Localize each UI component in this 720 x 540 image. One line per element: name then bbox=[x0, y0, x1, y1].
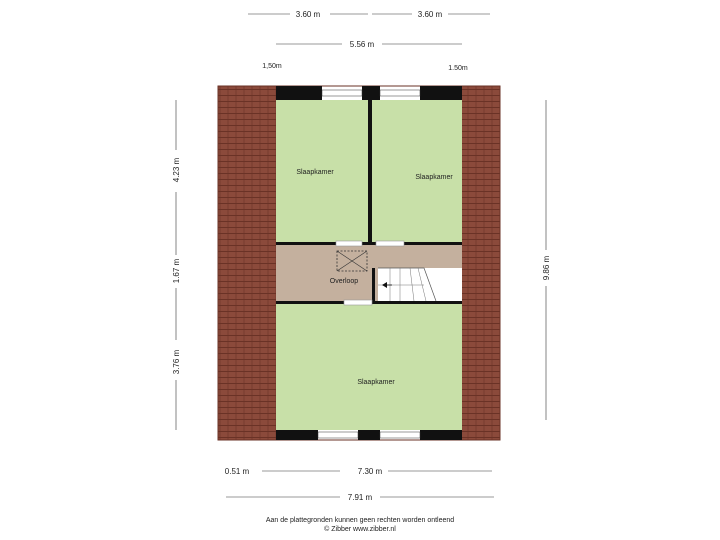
stair-arrow-icon bbox=[382, 282, 387, 288]
dimension-bottom-inner: 0.51 m 7.30 m bbox=[225, 467, 492, 476]
staircase bbox=[378, 267, 462, 302]
room-bedroom-top-right bbox=[372, 100, 462, 242]
room-label-bedroom-top-left: Slaapkamer bbox=[296, 169, 334, 176]
windows bbox=[317, 89, 421, 439]
room-bedroom-bottom bbox=[276, 304, 462, 430]
footer-disclaimer: Aan de plattegronden kunnen geen rechten… bbox=[265, 517, 455, 524]
dimension-bottom-total-label: 7.91 m bbox=[348, 493, 373, 502]
dimension-top-right: 3.60 m bbox=[418, 10, 443, 19]
door-bottom bbox=[343, 299, 373, 306]
roof-left bbox=[218, 86, 276, 440]
roof-right bbox=[462, 86, 500, 440]
window-top-left bbox=[321, 89, 363, 97]
dimension-right-total: 9.86 m bbox=[542, 255, 551, 280]
dimension-left: 4.23 m 1.67 m 3.76 m bbox=[172, 100, 181, 430]
door-top-left bbox=[335, 240, 363, 247]
door-top-right bbox=[375, 240, 405, 247]
attic-hatch bbox=[336, 250, 368, 272]
room-label-bedroom-bottom: Slaapkamer bbox=[357, 379, 395, 386]
walls bbox=[276, 86, 462, 440]
dimension-top-inner-label: 5.56 m bbox=[350, 40, 375, 49]
window-bottom-left bbox=[317, 431, 359, 439]
dimension-right-small: 1.50m bbox=[448, 65, 468, 72]
room-label-bedroom-top-right: Slaapkamer bbox=[415, 174, 453, 181]
dimension-left-bottom: 3.76 m bbox=[172, 349, 181, 374]
room-bedroom-top-left bbox=[276, 100, 368, 242]
dimension-top-widths: 3.60 m 3.60 m bbox=[248, 10, 490, 19]
dimension-left-middle: 1.67 m bbox=[172, 258, 181, 283]
dimension-top-inner: 5.56 m bbox=[276, 40, 462, 49]
dimension-bottom-offset: 0.51 m bbox=[225, 467, 250, 476]
window-top-right bbox=[379, 89, 421, 97]
room-label-landing: Overloop bbox=[330, 278, 359, 285]
dimension-right: 9.86 m bbox=[542, 100, 551, 420]
dimension-bottom-inner-label: 7.30 m bbox=[358, 467, 383, 476]
doors bbox=[335, 240, 405, 306]
dimension-left-top: 4.23 m bbox=[172, 157, 181, 182]
footer-copyright: © Zibber www.zibber.nl bbox=[324, 526, 396, 533]
dimension-bottom-total: 7.91 m bbox=[226, 493, 494, 502]
dimension-left-small: 1,50m bbox=[262, 63, 282, 70]
dimension-top-left: 3.60 m bbox=[296, 10, 321, 19]
window-bottom-right bbox=[379, 431, 421, 439]
